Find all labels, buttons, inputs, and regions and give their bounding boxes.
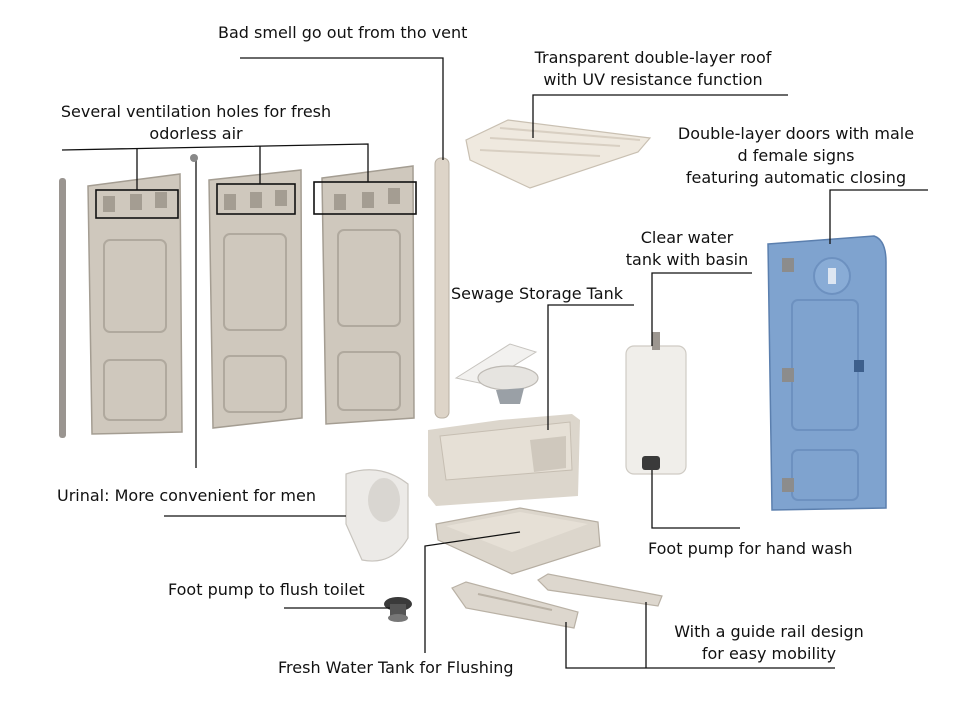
vent-box-2	[216, 183, 296, 215]
leader-clear-water	[651, 272, 752, 346]
label-doors-line-1: Double-layer doors with male	[677, 124, 915, 143]
label-doors-line-3: featuring automatic closing	[685, 168, 907, 187]
label-guide-rail-line-1: With a guide rail design	[674, 622, 864, 641]
guide-rail-2	[537, 573, 663, 607]
label-roof-line-1: Transparent double-layer roof	[534, 48, 772, 67]
label-guide-rail-line-2: for easy mobility	[701, 644, 837, 663]
label-sewage-tank: Sewage Storage Tank	[451, 284, 623, 303]
urinal	[345, 469, 409, 562]
label-fresh-water-tank: Fresh Water Tank for Flushing	[278, 658, 514, 677]
leader-doors	[829, 189, 928, 244]
label-roof-line-2: with UV resistance function	[543, 70, 763, 89]
label-doors-line-2: d female signs	[737, 146, 855, 165]
corner-pole	[59, 178, 66, 438]
label-clear-water-line-2: tank with basin	[625, 250, 749, 269]
label-bad-smell-vent: Bad smell go out from tho vent	[218, 23, 468, 42]
roof-panel	[465, 119, 652, 189]
label-clear-water-line-1: Clear water	[640, 228, 734, 247]
water-tank-basin	[625, 332, 687, 475]
label-ventilation-line-1: Several ventilation holes for fresh	[60, 102, 332, 121]
label-foot-pump-flush: Foot pump to flush toilet	[168, 580, 365, 599]
label-foot-pump-hand: Foot pump for hand wash	[648, 539, 853, 558]
wall-panel-3	[321, 165, 415, 425]
leader-sewage	[547, 304, 634, 430]
leader-lines	[61, 57, 928, 669]
wall-panel-2	[208, 169, 303, 429]
leader-vent	[240, 57, 444, 160]
leader-foot-pump-hand	[651, 470, 740, 529]
wall-panel-1	[87, 173, 183, 435]
leader-roof	[532, 94, 788, 138]
foot-pump-flush	[384, 597, 412, 622]
label-ventilation-line-2: odorless air	[149, 124, 243, 143]
leader-ventilation	[61, 143, 369, 182]
toilet-seat	[454, 343, 539, 404]
door-panel	[767, 235, 887, 511]
guide-rail-1	[451, 581, 579, 629]
vent-pipe	[434, 157, 450, 419]
label-urinal: Urinal: More convenient for men	[57, 486, 316, 505]
vent-box-3	[313, 181, 417, 215]
leader-fresh-water	[424, 531, 521, 653]
sewage-storage-tank	[428, 414, 580, 506]
leader-guide-rail	[565, 622, 835, 669]
